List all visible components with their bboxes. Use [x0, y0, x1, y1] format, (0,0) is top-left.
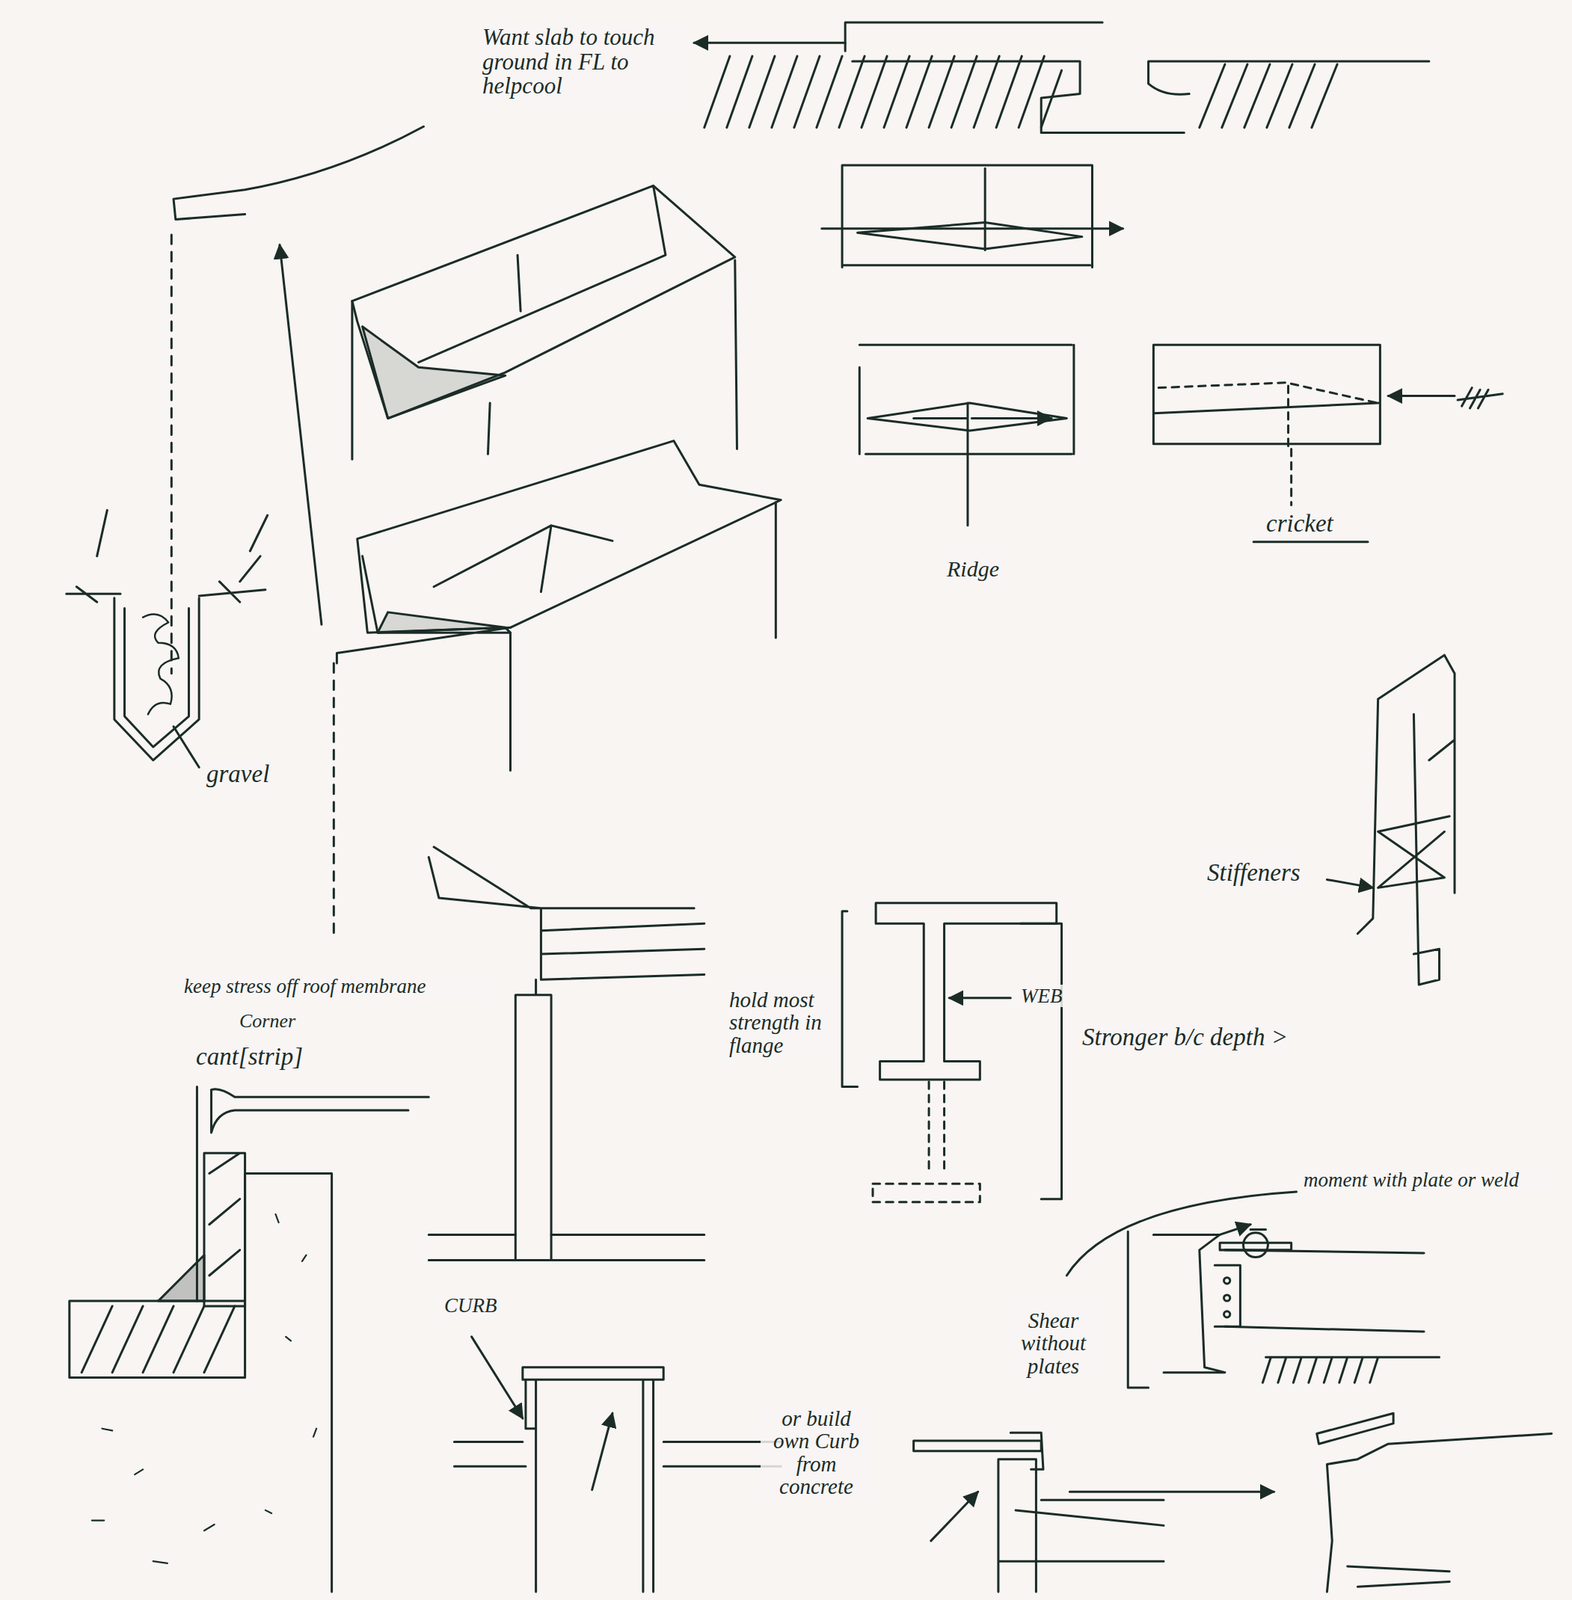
note-label: Corner: [237, 1010, 298, 1033]
note-label: Ridge: [944, 556, 1002, 582]
note-label: cricket: [1263, 510, 1336, 538]
note-label: cant[strip]: [193, 1043, 306, 1071]
note-label: gravel: [204, 760, 272, 789]
note-label: or build own Curb from concrete: [760, 1406, 873, 1500]
note-label: hold most strength in flange: [726, 987, 834, 1058]
note-label: Want slab to touch ground in FL to helpc…: [480, 24, 689, 100]
note-label: CURB: [441, 1294, 500, 1317]
note-label: keep stress off roof membrane: [181, 975, 493, 998]
note-label: moment with plate or weld: [1301, 1168, 1552, 1192]
note-label: Stiffeners: [1204, 859, 1303, 887]
note-label: Stronger b/c depth >: [1079, 1023, 1291, 1052]
note-label: WEB: [1018, 984, 1065, 1008]
note-label: Shear without plates: [1005, 1308, 1102, 1379]
